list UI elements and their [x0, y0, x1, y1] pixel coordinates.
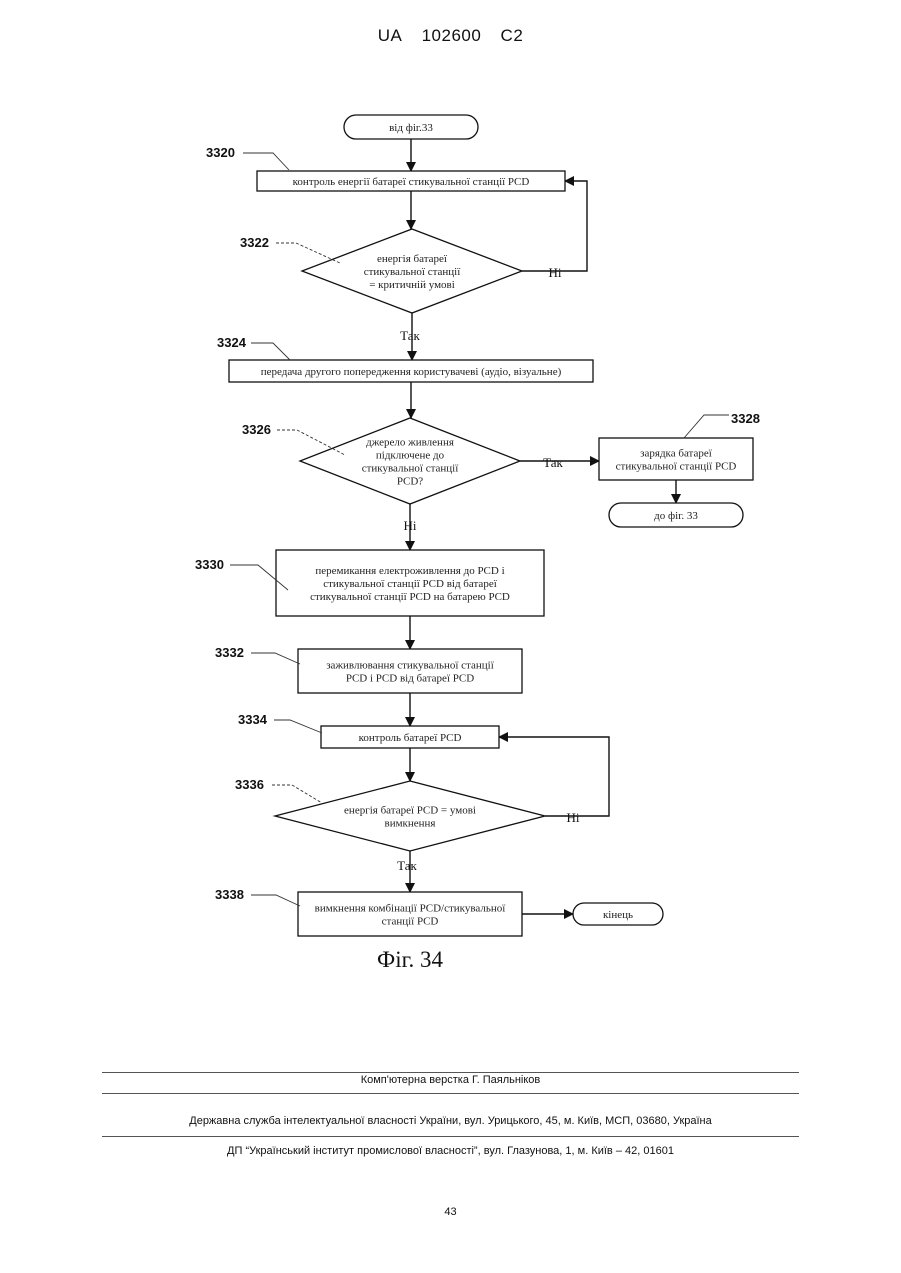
ref-label-3336: 3336	[235, 777, 264, 792]
ref-label-3330: 3330	[195, 557, 224, 572]
leader-line-3320	[243, 153, 289, 170]
leader-line-3338	[251, 895, 300, 906]
nodes: від фіг.33 контроль енергії батареї стику…	[195, 115, 760, 936]
leader-line-3336	[272, 785, 322, 803]
flowchart: від фіг.33 контроль енергії батареї стику…	[0, 0, 901, 1000]
node-n3326: джерело живленняпідключене достикувально…	[242, 418, 520, 504]
node-n3326-line-1: підключене до	[376, 450, 445, 462]
edge-n3336-to-n3334	[499, 737, 609, 816]
node-start-line-0: від фіг.33	[389, 122, 433, 134]
node-n3330-line-0: перемикання електроживлення до PCD і	[315, 565, 504, 577]
node-n3326-line-2: стикувальної станції	[362, 463, 460, 475]
node-n3338-line-0: вимкнення комбінації PCD/стикувальної	[315, 903, 507, 915]
node-n3320: контроль енергії батареї стикувальної ст…	[206, 145, 565, 191]
footer-rule-2	[102, 1093, 799, 1094]
edge-label-n3336: Так	[397, 858, 417, 873]
ref-label-3334: 3334	[238, 712, 268, 727]
ref-label-3320: 3320	[206, 145, 235, 160]
figure-caption: Фіг. 34	[377, 947, 443, 972]
node-n3326-line-0: джерело живлення	[366, 437, 454, 449]
leader-line-3332	[251, 653, 300, 664]
ref-label-3322: 3322	[240, 235, 269, 250]
node-n3332-line-1: PCD і PCD від батареї PCD	[346, 673, 474, 685]
edge-n3322-to-n3320	[522, 181, 587, 271]
node-n3332: заживлювання стикувальної станціїPCD і P…	[215, 645, 522, 693]
edge-label-n3322: Так	[400, 328, 420, 343]
ref-label-3328: 3328	[731, 411, 760, 426]
footer-layout-credit: Комп'ютерна верстка Г. Паяльніков	[0, 1074, 901, 1086]
node-n3336-line-0: енергія батареї PCD = умові	[344, 805, 476, 817]
node-n3332-line-0: заживлювання стикувальної станції	[326, 660, 495, 672]
footer-rule-1	[102, 1072, 799, 1073]
ref-label-3332: 3332	[215, 645, 244, 660]
node-start: від фіг.33	[344, 115, 478, 139]
node-n3322-line-1: стикувальної станції	[364, 266, 462, 278]
footer-rule-3	[102, 1136, 799, 1137]
node-n3338: вимкнення комбінації PCD/стикувальноїста…	[215, 887, 522, 936]
node-end-line-0: кінець	[603, 909, 633, 921]
node-n3330: перемикання електроживлення до PCD істик…	[195, 550, 544, 616]
node-n3330-line-2: стикувальної станції PCD на батарею PCD	[310, 591, 510, 603]
node-n3322-line-2: = критичній умові	[369, 279, 455, 291]
leader-line-3334	[274, 720, 322, 733]
node-n3324-line-0: передача другого попередження користувач…	[261, 366, 562, 378]
edge-label-n3326: Так	[543, 455, 563, 470]
edge-label-n3322: Ні	[549, 265, 562, 280]
node-n3334: контроль батареї PCD 3334	[238, 712, 499, 748]
ref-label-3326: 3326	[242, 422, 271, 437]
edge-label-n3326: Ні	[404, 518, 417, 533]
node-n3334-line-0: контроль батареї PCD	[359, 732, 462, 744]
ref-label-3338: 3338	[215, 887, 244, 902]
node-n3322-line-0: енергія батареї	[377, 253, 448, 265]
leader-line-3324	[251, 343, 290, 360]
page-number: 43	[0, 1206, 901, 1218]
node-n3320-line-0: контроль енергії батареї стикувальної ст…	[293, 176, 530, 188]
node-n3328-line-1: стикувальної станції PCD	[616, 461, 737, 473]
node-n3330-line-1: стикувальної станції PCD від батареї	[323, 578, 497, 590]
node-end: кінець	[573, 903, 663, 925]
node-to33: до фіг. 33	[609, 503, 743, 527]
footer-office: Державна служба інтелектуальної власност…	[0, 1115, 901, 1127]
node-n3328: зарядка батареїстикувальної станції PCD 3…	[599, 411, 760, 480]
ref-label-3324: 3324	[217, 335, 247, 350]
edge-label-n3336: Ні	[567, 810, 580, 825]
leader-line-3328	[684, 415, 729, 438]
footer-institute: ДП “Український інститут промислової вла…	[0, 1145, 901, 1157]
node-to33-line-0: до фіг. 33	[654, 510, 698, 522]
node-n3326-line-3: PCD?	[397, 476, 423, 488]
node-n3322: енергія батареїстикувальної станції= кри…	[240, 229, 522, 313]
node-n3336: енергія батареї PCD = умовівимкнення 3336	[235, 777, 545, 851]
node-n3336-line-1: вимкнення	[385, 818, 436, 830]
node-n3338-line-1: станції PCD	[382, 916, 439, 928]
node-n3328-line-0: зарядка батареї	[640, 448, 713, 460]
